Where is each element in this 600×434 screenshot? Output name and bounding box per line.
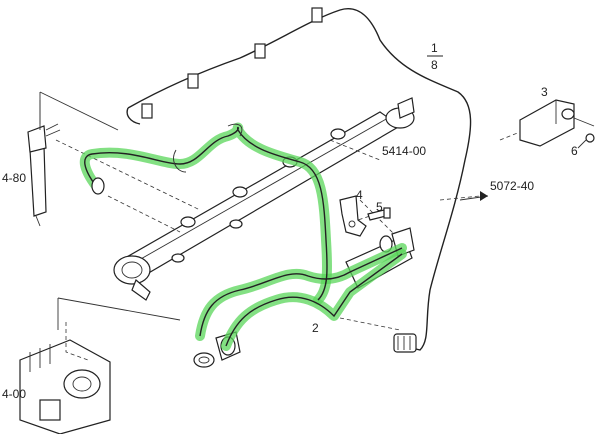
callout-pump-ref: 4-00 bbox=[2, 387, 27, 401]
callout-1-numerator: 1 bbox=[431, 41, 438, 55]
screw-5 bbox=[367, 207, 391, 221]
callout-injector-ref: 4-80 bbox=[2, 171, 27, 185]
arrow-5072 bbox=[459, 191, 489, 201]
callout-1-denominator: 8 bbox=[431, 58, 438, 72]
callout-2: 2 bbox=[312, 321, 319, 335]
bracket-4 bbox=[339, 195, 367, 237]
callout-4: 4 bbox=[356, 188, 363, 202]
callout-5: 5 bbox=[376, 200, 383, 214]
callout-3: 3 bbox=[541, 85, 548, 99]
injector bbox=[27, 100, 61, 227]
return-hose bbox=[126, 7, 472, 353]
reference-lines bbox=[39, 91, 531, 361]
high-pressure-pump bbox=[19, 339, 111, 434]
callout-return-line-ref: 5072-40 bbox=[490, 179, 535, 193]
bracket-3 bbox=[519, 99, 595, 149]
high-pressure-pipes bbox=[79, 122, 407, 351]
callout-6: 6 bbox=[571, 144, 578, 158]
callout-fuel-rail-ref: 5414-00 bbox=[382, 144, 427, 158]
fuel-rail bbox=[113, 97, 415, 301]
